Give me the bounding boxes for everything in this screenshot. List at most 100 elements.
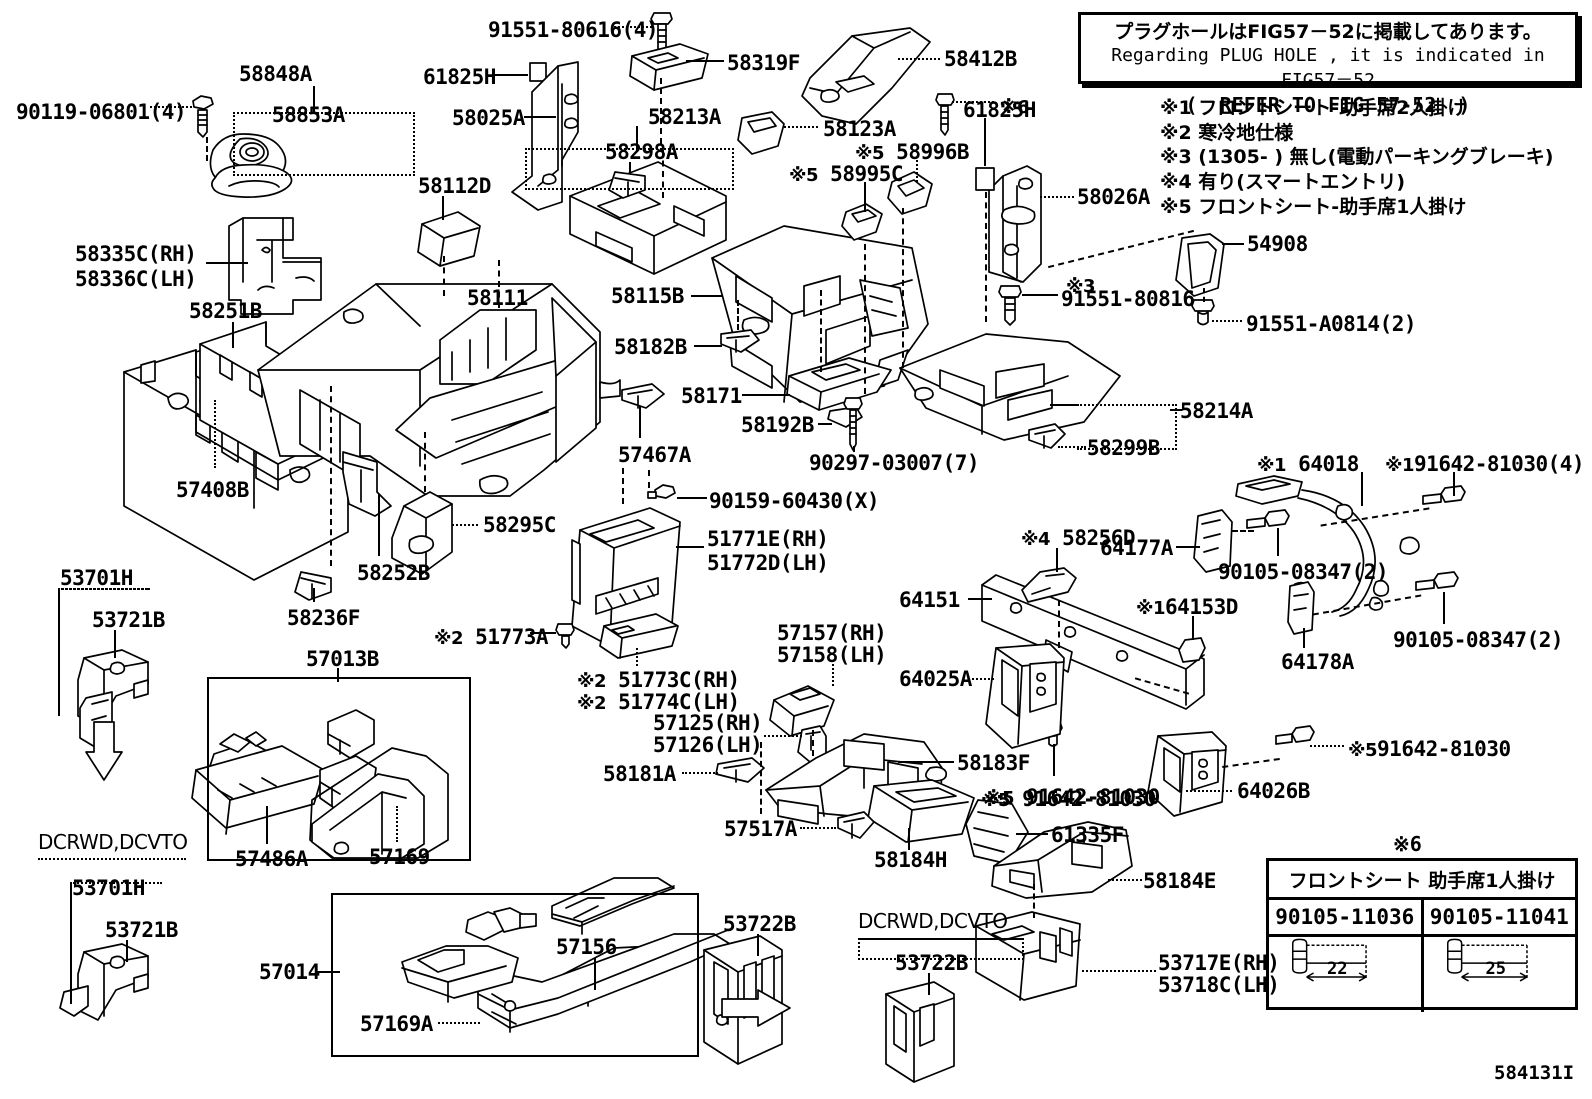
bracket-58214A	[1077, 404, 1177, 450]
leader-58184E-v	[1033, 884, 1035, 918]
dash-58996B	[902, 208, 904, 368]
dash-58182B	[737, 300, 739, 330]
part-callout-c07: 57408B	[176, 478, 249, 502]
part-callout-c54: 57157(RH)	[777, 621, 887, 645]
leader-54908	[1222, 243, 1244, 245]
part-number: 91642-81030(4)	[1414, 452, 1585, 476]
leader-57013B	[337, 668, 339, 682]
group-label-dcrwd-left: DCRWD,DCVTO	[38, 830, 188, 854]
part-58995C	[842, 204, 882, 240]
dash-58171	[820, 290, 822, 372]
leader-57408B	[214, 400, 216, 468]
part-callout-c81: ※591642-81030	[1348, 738, 1511, 761]
note-item-1: ※1 フロントシート-助手席2人掛け	[1160, 97, 1467, 119]
part-callout-c46: 57169	[369, 845, 430, 869]
part-callout-c39: 51771E(RH)	[707, 527, 829, 551]
part-callout-c14: 58025A	[452, 106, 525, 130]
part-callout-c02: 58848A	[239, 62, 312, 86]
leader-58213A-v	[636, 126, 638, 148]
part-callout-c18: 58298A	[605, 140, 678, 164]
part-58335C-bracket	[229, 218, 321, 314]
part-callout-c60: 58183F	[957, 751, 1030, 775]
leader-58319F-v	[660, 78, 662, 144]
part-53721B-lower	[60, 944, 148, 1020]
part-number: 51773C(RH)	[606, 668, 740, 692]
leader-58995C	[864, 182, 866, 212]
part-58182B	[721, 330, 759, 352]
leader-57156	[594, 958, 596, 990]
note-item-4: ※4 有り(スマートエントリ)	[1160, 171, 1406, 194]
part-callout-c01: 90119-06801(4)	[16, 100, 187, 124]
bracket-58848A	[233, 112, 415, 176]
spec-dim-left: 22	[1327, 959, 1348, 979]
part-58111-floor-pan	[258, 284, 620, 496]
leader-64151	[968, 598, 992, 600]
part-number: 51774C(LH)	[606, 690, 740, 714]
leader-91642-a	[1053, 744, 1055, 776]
part-callout-c19: 58412B	[944, 47, 1017, 71]
part-number: 91642-81030	[1014, 785, 1160, 809]
leader-51773A	[530, 632, 556, 634]
part-callout-c72: ※1 64018	[1257, 453, 1359, 476]
part-58192B	[828, 407, 862, 427]
bolt-90105-08347-a	[1247, 510, 1289, 528]
part-number: 58995C	[818, 162, 904, 186]
part-64018-assembly	[1236, 476, 1419, 630]
bolt-591642-81030	[1276, 726, 1314, 744]
part-callout-c76: 64151	[899, 588, 960, 612]
part-callout-c51: 57014	[259, 960, 320, 984]
leader-58298A	[629, 162, 631, 174]
part-number: 91642-81030	[1010, 787, 1156, 811]
part-callout-c79: ※5 91642-81030	[985, 786, 1160, 809]
part-64153D	[1179, 638, 1205, 662]
part-61825H-clip-left	[530, 63, 546, 81]
part-callout-c53: 57169A	[360, 1012, 433, 1036]
part-callout-c38: 90159-60430(X)	[709, 489, 880, 513]
leader-58182B	[694, 345, 722, 347]
leader-57169	[396, 806, 398, 842]
leader-58183F	[898, 761, 954, 763]
note-marker: ※1	[1385, 455, 1415, 476]
dash-58256D	[1058, 600, 1060, 648]
leader-91551-80616	[614, 26, 652, 28]
leader-57467A	[639, 406, 641, 438]
part-callout-c75: 64178A	[1281, 650, 1354, 674]
part-callout-c52: 57156	[556, 935, 617, 959]
leader-53717E	[1082, 970, 1156, 972]
bolt-91551-80616	[651, 13, 672, 55]
part-callout-c50: 53721B	[105, 918, 178, 942]
part-58181A	[716, 758, 764, 782]
leader-58412B	[898, 58, 940, 60]
leader-58181A	[682, 772, 718, 774]
part-callout-c41: ※2 51773A	[434, 625, 549, 649]
part-callout-c20: 58123A	[823, 117, 896, 141]
leader-58214A	[1170, 409, 1182, 411]
note-line-jp: プラグホールはFIG57－52に掲載してあります。	[1114, 21, 1542, 43]
leader-58319F	[686, 60, 724, 62]
leader-58171	[742, 394, 790, 396]
part-callout-c62: ※5 91642-81030	[981, 788, 1156, 811]
note-marker: ※4	[1021, 529, 1051, 550]
part-53722B-right	[886, 982, 954, 1082]
spec-cell-left: 22	[1269, 937, 1424, 1012]
part-callout-c28: 91551-80816	[1061, 287, 1195, 311]
part-number: 51773A	[463, 625, 549, 649]
part-callout-c21: ※5 58996B	[855, 141, 970, 164]
leader-58295C	[452, 524, 478, 526]
leader-54908-v	[1203, 288, 1205, 302]
part-64177A	[1194, 510, 1232, 572]
part-58295C	[392, 492, 452, 574]
arrow-up-left	[86, 722, 122, 780]
part-callout-c73: ※191642-81030(4)	[1385, 452, 1585, 476]
leader-dcrwd-l	[38, 858, 186, 860]
part-callout-c32: 58171	[681, 384, 742, 408]
dash-51771E	[622, 468, 624, 504]
part-58025A-pillar	[512, 62, 578, 210]
frame-57013B	[207, 677, 471, 861]
bolt-91551-A0814	[1192, 300, 1214, 325]
part-callout-c37: 57467A	[618, 443, 691, 467]
leader-58184H	[908, 828, 910, 850]
leader-64026B	[1186, 790, 1232, 792]
note-marker: ※5	[985, 788, 1015, 809]
